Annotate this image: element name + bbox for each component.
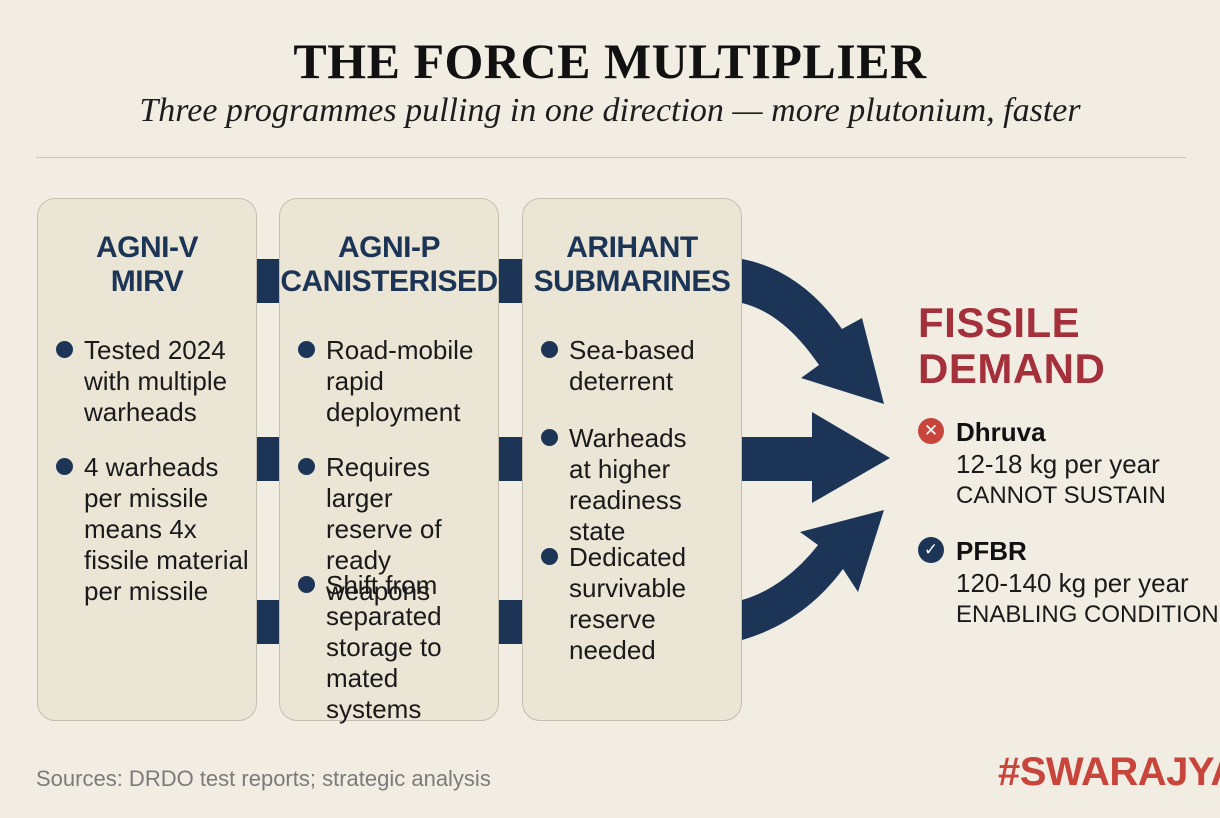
connector-bar	[256, 437, 281, 481]
brand-logo: #SWARAJYA	[998, 750, 1220, 794]
arrow-top	[742, 259, 884, 404]
list-item: Requires larger reserve of ready weapons	[326, 452, 442, 606]
connector-bar	[498, 600, 524, 644]
arrow-middle	[742, 412, 890, 503]
bullet-icon	[298, 341, 315, 358]
list-item: Sea-based deterrent	[569, 335, 695, 396]
page-subtitle: Three programmes pulling in one directio…	[139, 92, 1081, 129]
bullet-icon	[298, 458, 315, 475]
bullet-icon	[56, 458, 73, 475]
source-name: PFBR	[956, 536, 1027, 566]
connector-bar	[498, 437, 524, 481]
programme-card-agni-p: AGNI-P CANISTERISED Road-mobile rapid de…	[279, 198, 499, 724]
bullet-icon	[541, 341, 558, 358]
bullet-icon	[298, 576, 315, 593]
header-divider	[36, 157, 1186, 158]
source-rate: 120-140 kg per year	[956, 568, 1189, 598]
list-item: Road-mobile rapid deployment	[326, 335, 474, 427]
programme-title: AGNI-P CANISTERISED	[280, 231, 498, 298]
programme-title: ARIHANT SUBMARINES	[533, 231, 731, 298]
connector-bar	[256, 259, 281, 303]
programme-card-agni-v: AGNI-V MIRV Tested 2024 with multiple wa…	[37, 198, 257, 721]
list-item: Warheads at higher readiness state	[569, 423, 687, 546]
source-status: CANNOT SUSTAIN	[956, 482, 1166, 509]
sources-note: Sources: DRDO test reports; strategic an…	[36, 766, 491, 791]
source-rate: 12-18 kg per year	[956, 449, 1160, 479]
connector-bar	[256, 600, 281, 644]
demand-title: FISSILE DEMAND	[918, 299, 1106, 392]
list-item: Shift from separated storage to mated sy…	[326, 570, 442, 724]
page-title: THE FORCE MULTIPLIER	[293, 33, 927, 89]
bullet-icon	[541, 429, 558, 446]
list-item: 4 warheads per missile means 4x fissile …	[84, 452, 249, 606]
programme-card-arihant: ARIHANT SUBMARINES Sea-based deterrent W…	[522, 198, 742, 721]
programme-title: AGNI-V MIRV	[96, 231, 199, 298]
bullet-icon	[541, 548, 558, 565]
source-name: Dhruva	[956, 417, 1046, 447]
check-circle-icon: ✓	[918, 537, 944, 563]
list-item: Tested 2024 with multiple warheads	[84, 335, 228, 427]
x-circle-icon: ✕	[918, 418, 944, 444]
source-status: ENABLING CONDITION	[956, 601, 1219, 628]
list-item: Dedicated survivable reserve needed	[569, 542, 687, 665]
bullet-icon	[56, 341, 73, 358]
connector-bar	[498, 259, 524, 303]
arrow-bottom	[742, 510, 884, 640]
